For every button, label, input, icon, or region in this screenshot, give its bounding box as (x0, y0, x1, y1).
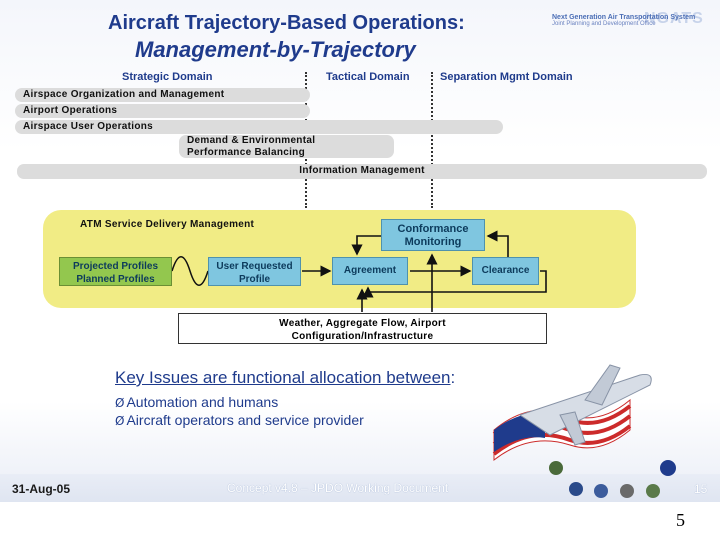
weather-flow-box: Weather, Aggregate Flow, Airport Configu… (178, 313, 547, 344)
bar-airspace-user-operations: Airspace User Operations (15, 120, 503, 134)
org-subname: Joint Planning and Development Office (552, 21, 656, 27)
org-logo: NGATS Next Generation Air Transportation… (552, 10, 712, 36)
agency-seal-icon (646, 484, 660, 498)
bullet-icon: Ø (115, 396, 125, 410)
footer-slide-number: 15 (694, 482, 708, 496)
key-issues-heading-colon: : (450, 368, 456, 387)
bar-information-management: Information Management (17, 164, 707, 179)
conformance-line2: Monitoring (404, 236, 462, 248)
bullet-icon: Ø (115, 414, 125, 428)
strategic-domain-label: Strategic Domain (122, 71, 213, 83)
org-logo-watermark: NGATS (644, 10, 704, 27)
user-requested-profile-box: User Requested Profile (208, 257, 301, 286)
conformance-line1: Conformance (397, 223, 469, 235)
agency-seal-icon (569, 482, 583, 496)
key-issues-heading-text: Key Issues are functional allocation bet… (115, 368, 451, 387)
agency-seal-icon (660, 460, 676, 476)
key-issue-text-1: Automation and humans (126, 394, 279, 410)
projected-line1: Projected Profiles (72, 261, 159, 272)
slide-title: Aircraft Trajectory-Based Operations: (108, 12, 465, 34)
atm-panel-title: ATM Service Delivery Management (80, 219, 255, 230)
arrow-clearance-to-conformance (486, 230, 509, 257)
demand-line1: Demand & Environmental (187, 135, 316, 146)
tactical-separation-divider (431, 72, 433, 208)
bar-demand-balancing: Demand & Environmental Performance Balan… (179, 135, 394, 158)
slide-subtitle: Management-by-Trajectory (135, 37, 416, 62)
user-requested-line2: Profile (238, 274, 271, 285)
conformance-monitoring-box: Conformance Monitoring (381, 219, 485, 251)
footer-date: 31-Aug-05 (12, 482, 71, 496)
page-number: 5 (676, 510, 685, 530)
arrow-feedback-loop (362, 270, 547, 298)
key-issues-heading: Key Issues are functional allocation bet… (115, 368, 455, 388)
plane-flag-graphic (492, 364, 652, 462)
footer-title: Concept v4.8 – JPDO Working Document (227, 481, 449, 495)
agency-seal-icon (620, 484, 634, 498)
user-requested-line1: User Requested (216, 261, 293, 272)
clearance-box: Clearance (472, 257, 539, 285)
projected-profiles-box: Projected Profiles Planned Profiles (59, 257, 172, 286)
agency-seal-icon (594, 484, 608, 498)
bar-airport-operations: Airport Operations (15, 104, 310, 118)
separation-domain-label: Separation Mgmt Domain (440, 71, 573, 83)
demand-line2: Performance Balancing (187, 147, 306, 158)
key-issue-text-2: Aircraft operators and service provider (126, 412, 364, 428)
wave-connector (171, 256, 209, 286)
tactical-domain-label: Tactical Domain (326, 71, 410, 83)
slide: Aircraft Trajectory-Based Operations: Ma… (0, 0, 720, 502)
flow-arrows (171, 230, 547, 312)
agreement-box: Agreement (332, 257, 408, 285)
projected-line2: Planned Profiles (76, 274, 155, 285)
weather-line2: Configuration/Infrastructure (291, 331, 434, 342)
agency-seal-icon (549, 461, 563, 475)
arrow-conformance-to-agreement (351, 235, 381, 256)
org-name: Next Generation Air Transportation Syste… (552, 14, 696, 21)
weather-line1: Weather, Aggregate Flow, Airport (279, 318, 446, 329)
plane-icon (518, 364, 652, 446)
bar-airspace-organization: Airspace Organization and Management (15, 88, 310, 102)
